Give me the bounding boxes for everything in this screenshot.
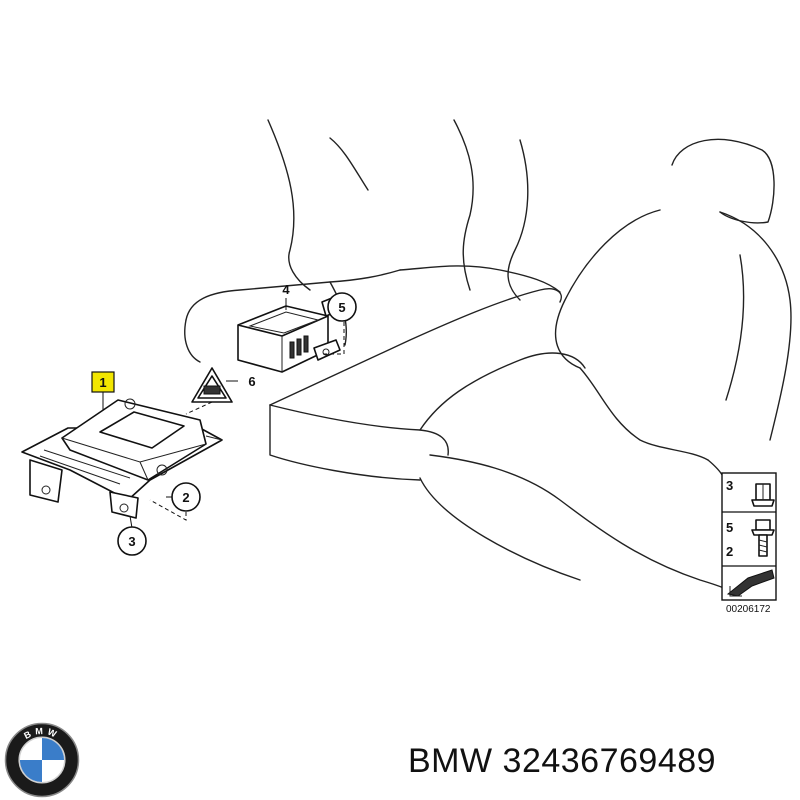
callout-1: 1 [91,371,115,393]
bolt-icon [751,519,775,557]
callout-2-label: 2 [182,490,189,505]
callout-2: 2 [171,482,201,512]
callout-5-label: 5 [338,300,345,315]
brand-name: BMW [408,742,493,780]
bmw-logo-icon: BMW [4,722,80,798]
callout-5: 5 [327,292,357,322]
drawing-number: 00206172 [726,604,771,615]
nut-icon [751,483,775,507]
callout-3: 3 [117,526,147,556]
legend-row2a-label: 5 [726,520,733,535]
callout-1-label: 1 [99,375,106,390]
console-outline [184,265,586,481]
fastener-legend: 3 5 2 00206172 [721,472,777,615]
callout-3-label: 3 [128,534,135,549]
arrow-icon [726,569,775,597]
callout-4-label: 4 [282,282,290,297]
part-caption: BMW 32436769489 [408,742,716,781]
legend-row2b-label: 2 [726,544,733,559]
part-number: 32436769489 [502,742,717,780]
seat-outline [267,119,792,601]
control-unit [21,398,223,519]
sensor-unit [237,297,341,373]
callout-6-label: 6 [248,374,255,389]
warning-label [191,367,233,403]
legend-row1-label: 3 [726,478,733,493]
